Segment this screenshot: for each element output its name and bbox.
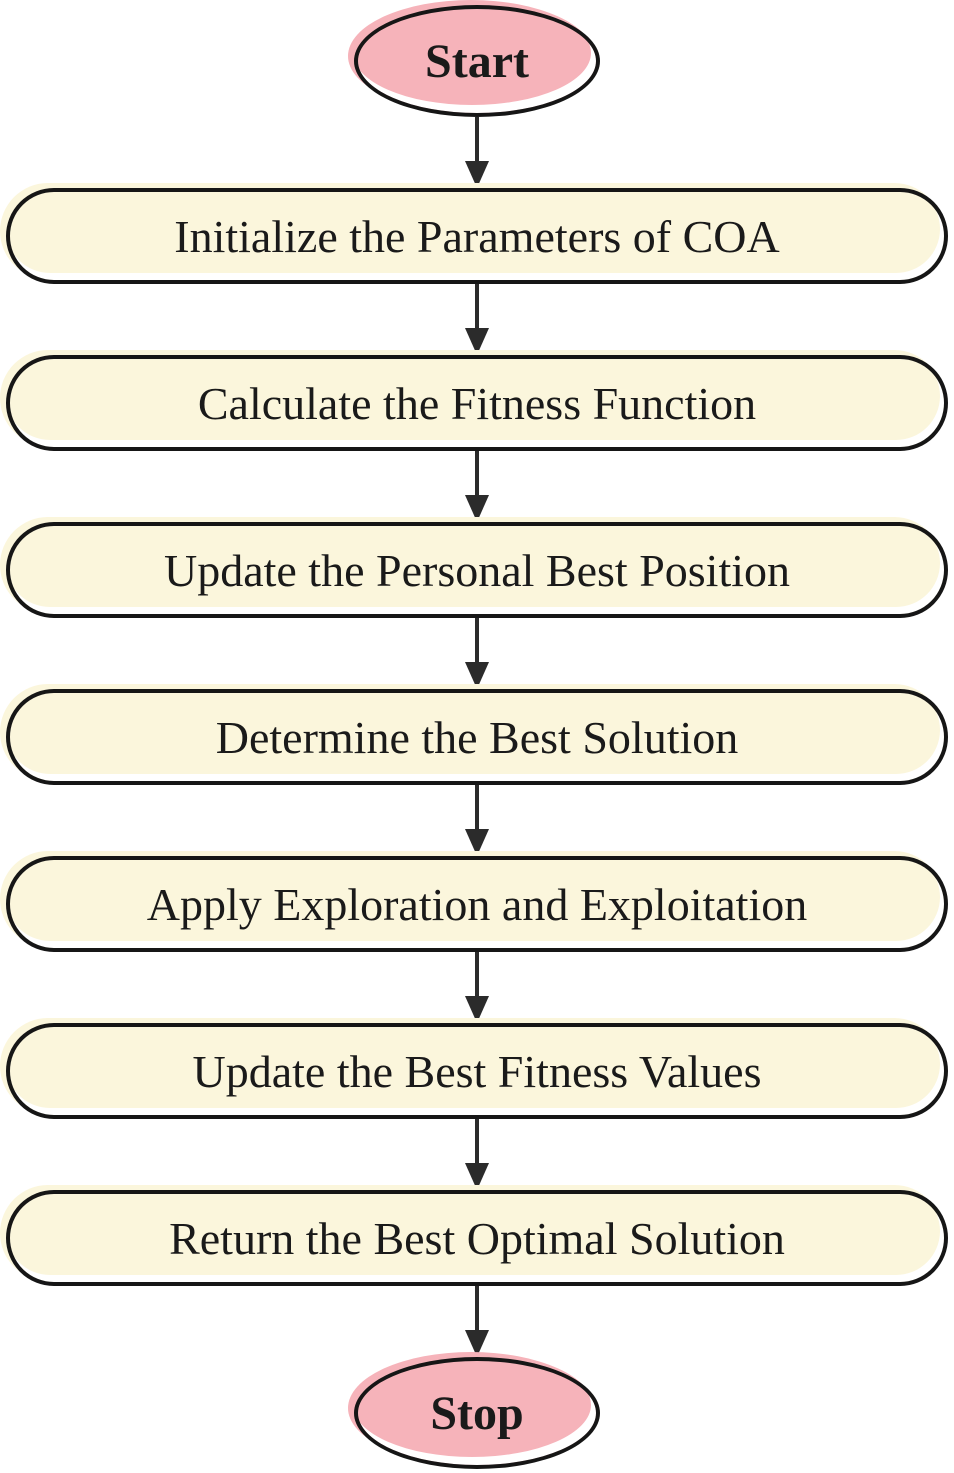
arrow-head [465, 829, 489, 856]
node-calc-fitness: Calculate the Fitness Function [6, 355, 948, 451]
arrow-down-icon [465, 785, 489, 856]
node-calc-fitness-label: Calculate the Fitness Function [197, 377, 757, 429]
arrow-shaft [475, 1119, 479, 1163]
arrow-head [465, 662, 489, 689]
node-start-label: Start [425, 34, 529, 88]
arrow-down-icon [465, 117, 489, 188]
arrow-shaft [475, 618, 479, 662]
node-init-params-label: Initialize the Parameters of COA [174, 210, 780, 262]
arrow-down-icon [465, 618, 489, 689]
arrow-head [465, 1330, 489, 1357]
arrow-shaft [475, 451, 479, 495]
arrow-shaft [475, 117, 479, 161]
node-stop: Stop [354, 1357, 600, 1469]
node-determine-best-solution: Determine the Best Solution [6, 689, 948, 785]
node-update-best-fitness: Update the Best Fitness Values [6, 1023, 948, 1119]
arrow-head [465, 1163, 489, 1190]
node-update-best-fitness-label: Update the Best Fitness Values [192, 1045, 762, 1097]
node-update-personal-best: Update the Personal Best Position [6, 522, 948, 618]
arrow-head [465, 996, 489, 1023]
arrow-shaft [475, 284, 479, 328]
node-stop-label: Stop [430, 1386, 524, 1440]
node-return-best-solution: Return the Best Optimal Solution [6, 1190, 948, 1286]
node-update-personal-best-label: Update the Personal Best Position [163, 544, 791, 596]
node-exploration-exploitation-label: Apply Exploration and Exploitation [146, 878, 808, 930]
node-init-params: Initialize the Parameters of COA [6, 188, 948, 284]
arrow-down-icon [465, 952, 489, 1023]
arrow-down-icon [465, 284, 489, 355]
node-determine-best-solution-label: Determine the Best Solution [215, 711, 739, 763]
node-return-best-solution-label: Return the Best Optimal Solution [169, 1212, 785, 1264]
arrow-down-icon [465, 451, 489, 522]
arrow-down-icon [465, 1286, 489, 1357]
arrow-shaft [475, 785, 479, 829]
arrow-head [465, 328, 489, 355]
arrow-down-icon [465, 1119, 489, 1190]
node-exploration-exploitation: Apply Exploration and Exploitation [6, 856, 948, 952]
arrow-head [465, 161, 489, 188]
arrow-head [465, 495, 489, 522]
arrow-shaft [475, 952, 479, 996]
node-start: Start [354, 5, 600, 117]
arrow-shaft [475, 1286, 479, 1330]
